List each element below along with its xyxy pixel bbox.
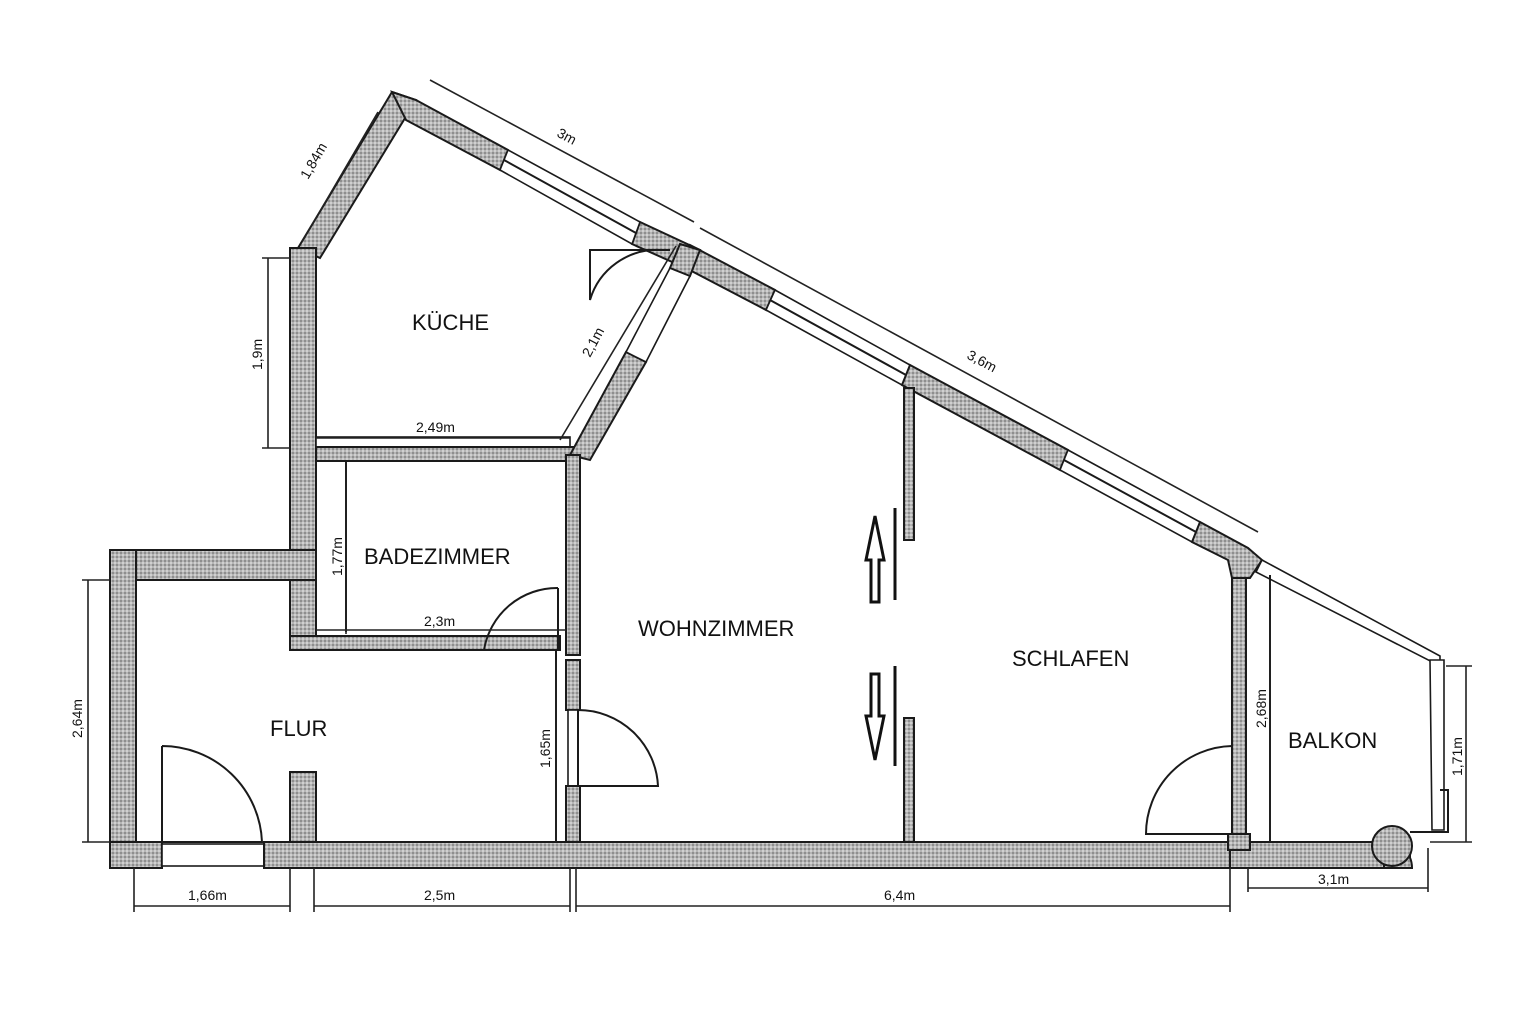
room-label-kueche: KÜCHE [412,310,489,335]
balcony-railing-right [1429,659,1445,831]
wall-flur-living-upper [565,659,581,711]
room-label-wohnzimmer: WOHNZIMMER [638,616,794,641]
wall-bath-living [565,454,581,656]
dim-label-bottom-bath: 2,5m [424,887,455,903]
arrow-up-icon [864,515,886,604]
wall-kitchen-left [289,247,317,649]
dim-label-kitchen-left: 1,9m [249,339,265,370]
dim-label-kitchen-top: 3m [555,125,580,148]
door-kitchen [589,248,670,301]
wall-kitchen-right-top [668,242,702,278]
dim-label-kitchen-right: 2,1m [579,324,608,359]
wall-bath-bottom [289,635,561,651]
dim-label-balcony-height: 1,71m [1449,737,1465,776]
dim-label-bottom-living: 6,4m [884,887,915,903]
wall-flur-top [109,549,317,581]
dim-label-bedroom-right: 2,68m [1253,689,1269,728]
dim-label-kitchen-bottom: 2,49m [416,419,455,435]
dim-label-flur-right: 1,65m [537,729,553,768]
wall-partition-upper [903,387,915,541]
wall-flur-stub [289,771,317,843]
dim-label-bath-height: 1,77m [329,537,345,576]
dim-line-kitchen-diagonal [301,111,379,243]
room-label-schlafen: SCHLAFEN [1012,646,1129,671]
wall-top-kitchen-1 [390,90,510,172]
dim-label-bottom-balcony: 3,1m [1318,871,1349,887]
balcony-railing-diagonal [1254,558,1441,668]
balcony-round [1371,825,1413,867]
dim-label-kitchen-diagonal: 1,84m [297,140,330,182]
balcony-railing-corner [1410,789,1449,833]
room-label-badezimmer: BADEZIMMER [364,544,511,569]
window-kitchen-pane [503,159,637,234]
window-living-pane [769,299,907,376]
door-living [577,708,660,787]
window-bedroom-pane [1063,459,1197,533]
wall-bottom-left [109,841,163,869]
door-bath [482,586,559,651]
wall-partition-lower [903,717,915,843]
dim-line-kitchen-right [559,245,677,441]
door-opening-flur-living [567,709,579,787]
wall-bath-top [315,446,577,462]
door-entrance [161,744,264,843]
arrow-down-icon [864,672,886,761]
door-balcony [1144,745,1233,835]
dim-label-bottom-flur: 1,66m [188,887,227,903]
door-opening-entrance [161,843,265,867]
dim-line-living-top [699,227,1259,533]
dim-label-bath-width: 2,3m [424,613,455,629]
wall-flur-living-lower [565,785,581,843]
room-label-balkon: BALKON [1288,728,1377,753]
dim-label-living-top: 3,6m [965,347,1000,376]
wall-bedroom-balcony [1231,577,1247,843]
wall-bedroom-balcony-base [1227,833,1251,851]
wall-top-living-2 [900,363,1070,472]
wall-kitchen-right-diagonal [568,350,648,462]
dim-label-flur-height: 2,64m [69,699,85,738]
wall-flur-left [109,549,137,869]
wall-top-bedroom [1190,520,1264,579]
wall-kitchen-diagonal [296,90,418,260]
wall-bottom-main [263,841,1231,869]
room-label-flur: FLUR [270,716,327,741]
dim-line-kitchen-top [429,79,695,223]
